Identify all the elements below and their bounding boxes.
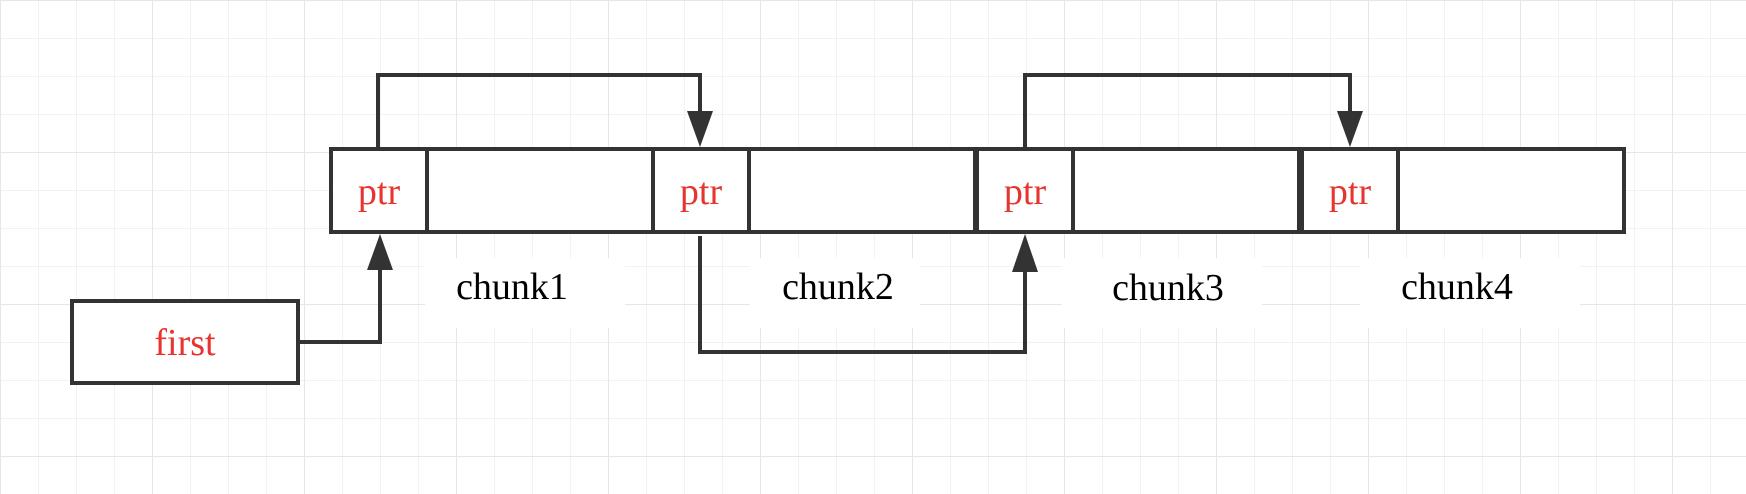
chunk4-ptr-text: ptr xyxy=(1329,171,1372,213)
chunk4-ptr-cell xyxy=(1300,147,1400,234)
arrowhead-chunk3-to-chunk4 xyxy=(1337,111,1363,147)
first-pointer: first xyxy=(70,299,300,385)
chunk1-data-cell xyxy=(425,147,655,234)
chunk2-label-bg xyxy=(750,258,920,328)
arrowhead-first-to-chunk1 xyxy=(367,234,393,270)
first-box xyxy=(70,299,300,385)
chunk2-data-cell xyxy=(747,147,977,234)
arrowhead-chunk2-to-chunk3 xyxy=(1012,234,1038,272)
edge-chunk1-to-chunk2 xyxy=(376,73,702,149)
chunk2-ptr-text: ptr xyxy=(680,171,723,213)
chunk3-label: chunk3 xyxy=(1112,267,1224,309)
chunk2-label: chunk2 xyxy=(782,266,894,308)
edge-chunk3-to-chunk4 xyxy=(1023,73,1352,149)
chunk1-label: chunk1 xyxy=(456,266,568,308)
edge-chunk2-to-chunk3 xyxy=(698,236,1027,354)
chunk3-data-cell xyxy=(1071,147,1301,234)
chunk-1: ptr xyxy=(329,147,655,234)
chunk4-label: chunk4 xyxy=(1401,266,1513,308)
chunk1-ptr-cell xyxy=(329,147,429,234)
chunk3-ptr-text: ptr xyxy=(1004,171,1047,213)
chunk2-ptr-cell xyxy=(651,147,751,234)
chunk4-data-cell xyxy=(1396,147,1626,234)
edge-first-to-chunk1 xyxy=(298,268,382,344)
chunk-2: ptr xyxy=(651,147,977,234)
chunk1-ptr-text: ptr xyxy=(358,171,401,213)
arrowhead-chunk1-to-chunk2 xyxy=(687,111,713,147)
first-text: first xyxy=(154,322,216,364)
chunk4-label-bg xyxy=(1360,258,1580,328)
chunk-4: ptr xyxy=(1300,147,1626,234)
chunk-3: ptr xyxy=(975,147,1301,234)
chunk1-label-bg xyxy=(425,258,625,328)
chunk3-label-bg xyxy=(1062,258,1262,328)
